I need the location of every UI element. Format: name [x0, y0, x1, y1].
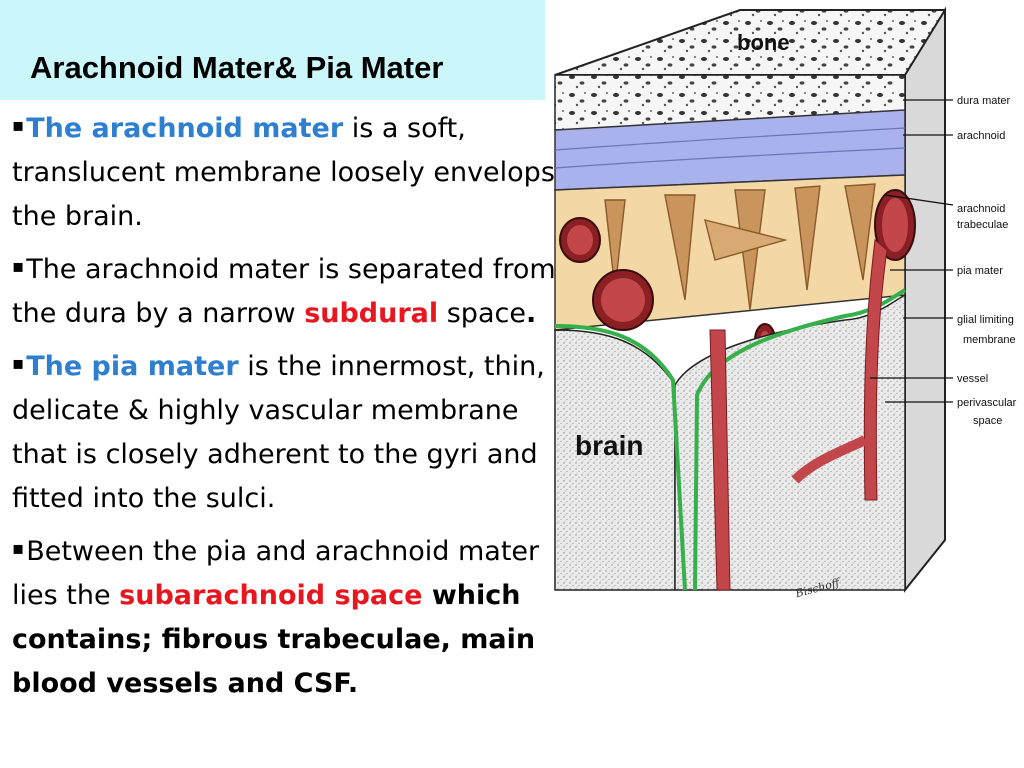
- bullet-2: ▪The arachnoid mater is separated from t…: [12, 245, 557, 336]
- bullet-list: ▪The arachnoid mater is a soft, transluc…: [12, 104, 557, 712]
- bullet-text-segment: The pia mater: [26, 351, 239, 382]
- bullet-3: ▪The pia mater is the innermost, thin, d…: [12, 342, 557, 521]
- label-arachnoid: arachnoid: [957, 130, 1005, 142]
- label-brain: brain: [575, 430, 643, 461]
- trabeculae: [604, 183, 876, 311]
- bullet-text-segment: The arachnoid mater: [26, 113, 344, 144]
- meninges-diagram: bone brain dura mater arachnoid arachnoi…: [545, 0, 1024, 610]
- bullet-text-segment: is the innermost, thin, delicate & highl…: [12, 351, 545, 514]
- bullet-marker: ▪: [12, 353, 25, 374]
- slide-title: Arachnoid Mater& Pia Mater: [30, 50, 444, 85]
- label-perivascular-1: perivascular: [957, 397, 1017, 409]
- label-glial-1: glial limiting: [957, 314, 1014, 326]
- bullet-text-segment: .: [525, 298, 537, 329]
- bullet-text-segment: which contains; fibrous trabeculae, main…: [12, 580, 536, 699]
- title-bar: [0, 0, 545, 100]
- bullet-text-segment: space: [438, 298, 526, 329]
- bullet-text-segment: is a soft, translucent membrane loosely …: [12, 113, 555, 232]
- bullet-text-segment: subdural: [304, 298, 439, 329]
- label-glial-2: membrane: [963, 334, 1016, 346]
- bullet-1: ▪The arachnoid mater is a soft, transluc…: [12, 104, 557, 239]
- bullet-text-segment: Between the pia and arachnoid mater lies…: [12, 536, 540, 611]
- label-bone: bone: [737, 30, 790, 55]
- label-trabeculae-2: trabeculae: [957, 219, 1008, 231]
- bullet-marker: ▪: [12, 256, 25, 277]
- bullet-marker: ▪: [12, 115, 25, 136]
- block-side-face: [904, 6, 946, 593]
- label-trabeculae-1: arachnoid: [957, 203, 1005, 215]
- bullet-text-segment: The arachnoid mater is separated from th…: [12, 254, 556, 329]
- label-perivascular-2: space: [973, 415, 1002, 427]
- penetrating-vessel: [709, 329, 731, 591]
- label-vessel: vessel: [957, 373, 988, 385]
- bullet-text-segment: subarachnoid space: [119, 580, 423, 611]
- label-pia-mater: pia mater: [957, 265, 1003, 277]
- label-dura-mater: dura mater: [957, 95, 1011, 107]
- pia-line: [554, 324, 687, 591]
- bullet-4: ▪Between the pia and arachnoid mater lie…: [12, 527, 557, 706]
- bullet-marker: ▪: [12, 538, 25, 559]
